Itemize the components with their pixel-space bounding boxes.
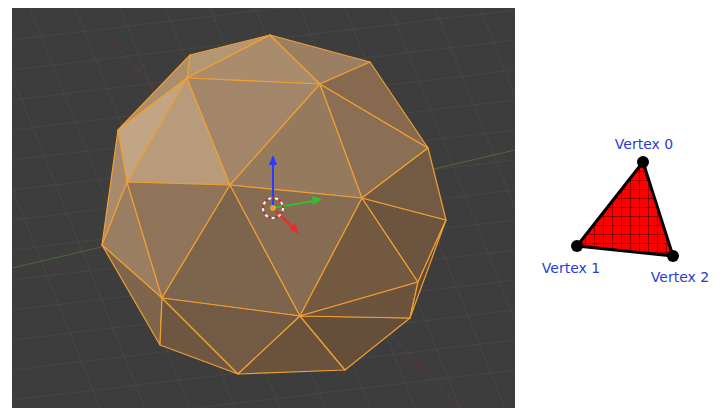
- mesh-face: [410, 220, 446, 318]
- mesh-face: [102, 245, 162, 345]
- grid-line: [480, 8, 515, 408]
- vertex-label: Vertex 1: [542, 260, 600, 276]
- mesh-face: [300, 282, 418, 318]
- icosphere: [102, 35, 446, 374]
- viewport: [12, 8, 515, 408]
- grid-line: [12, 8, 515, 40]
- mesh-face: [362, 148, 446, 220]
- triangle-figure: [571, 156, 679, 262]
- vertex-label: Vertex 2: [651, 269, 709, 285]
- mesh-face: [320, 62, 428, 148]
- x-axis-line: [110, 40, 460, 408]
- mesh-face: [300, 316, 410, 370]
- vertex-label: Vertex 0: [615, 136, 673, 152]
- grid-line: [12, 370, 515, 408]
- gizmo: [263, 155, 322, 234]
